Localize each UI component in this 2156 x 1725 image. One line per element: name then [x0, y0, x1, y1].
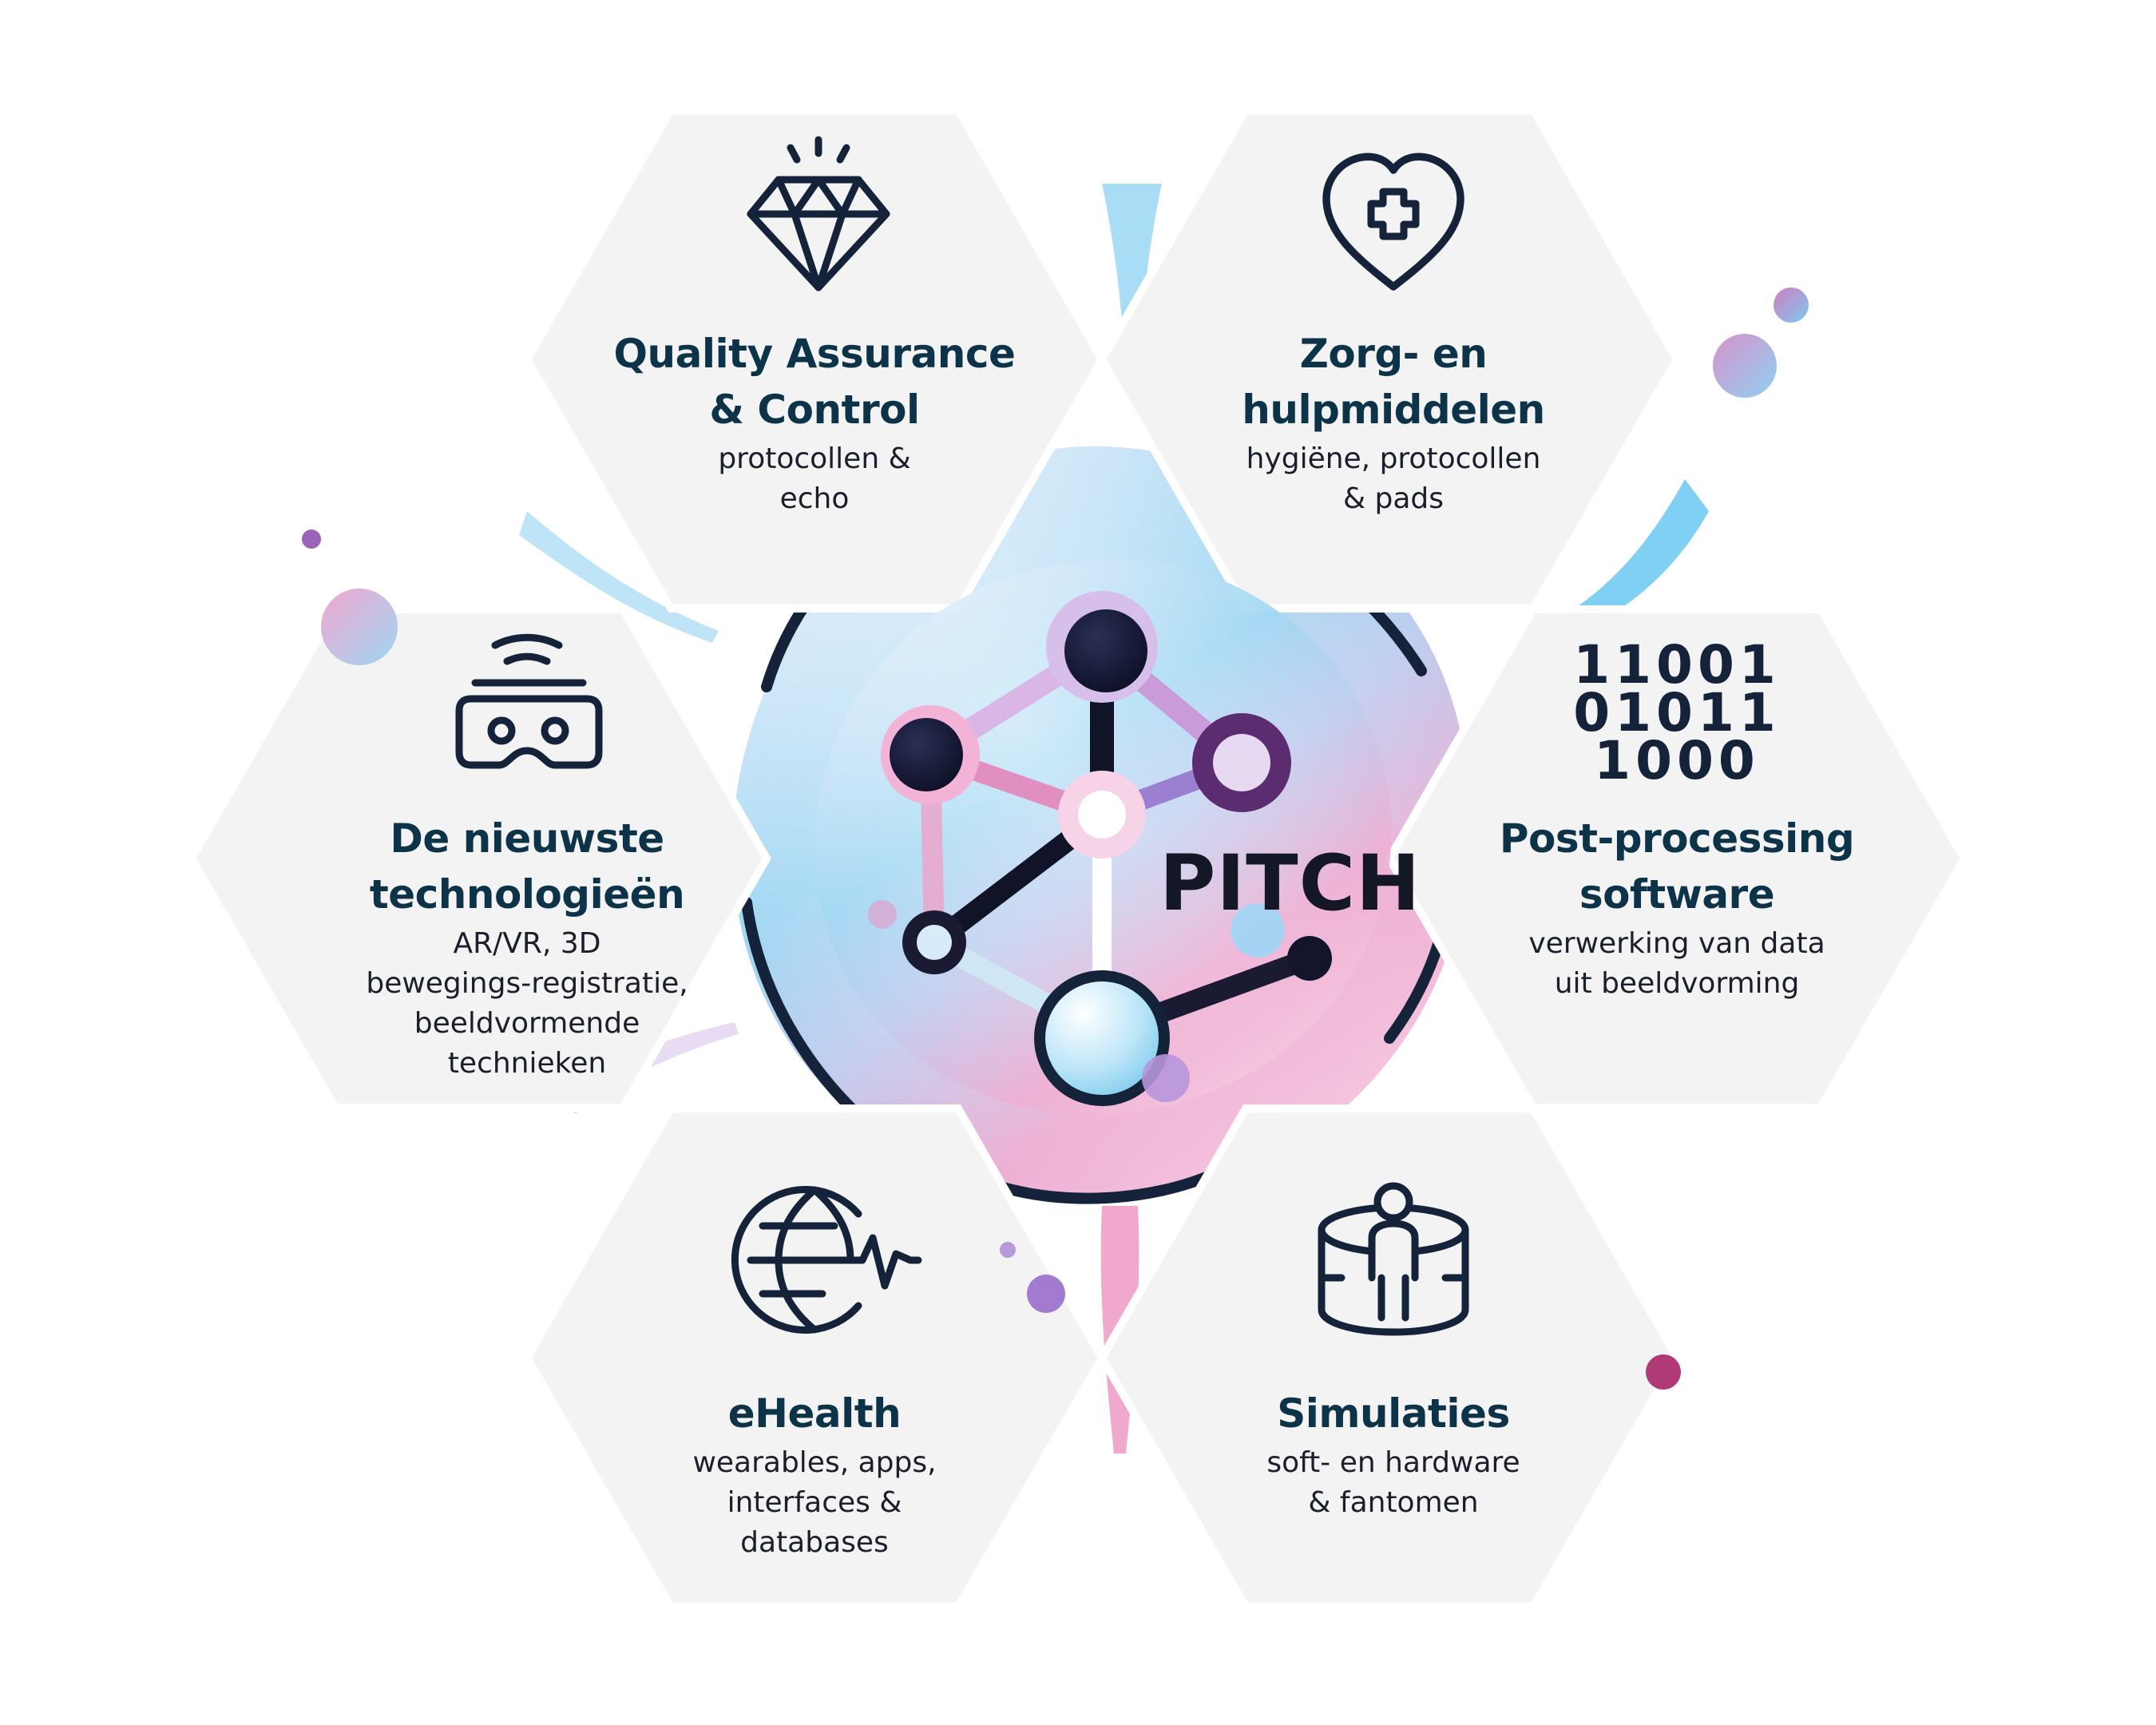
bubble: [1713, 334, 1777, 398]
person-simulation-icon: [1318, 1182, 1469, 1336]
segment-subtitle: AR/VR, 3D bewegings-registratie, beeldvo…: [366, 927, 688, 1080]
segment-subtitle: wearables, apps, interfaces & databases: [692, 1446, 937, 1559]
decorative-bubbles: [302, 288, 1809, 1390]
segment-title: Quality Assurance & Control: [613, 331, 1016, 433]
segment-title: De nieuwste technologieën: [369, 815, 685, 918]
segment-title: Post-processing software: [1499, 815, 1855, 918]
segment-subtitle: verwerking van data uit beeldvorming: [1528, 927, 1825, 1000]
pitch-molecule-logo: [868, 591, 1332, 1106]
segment-subtitle: soft- en hardware & fantomen: [1266, 1446, 1520, 1519]
binary-row-3: 1000: [1594, 730, 1760, 791]
bubble: [302, 529, 321, 549]
diamond-icon: [747, 136, 890, 291]
globe-heartbeat-icon: [731, 1186, 922, 1334]
bubble: [1000, 1242, 1016, 1258]
segment-simulaties: Simulaties soft- en hardware & fantomen: [1138, 1386, 1649, 1523]
binary-code-icon: 11001 01011 1000: [1573, 634, 1781, 791]
segment-ehealth: eHealth wearables, apps, interfaces & da…: [559, 1386, 1070, 1563]
segment-nieuwste-technologieen: De nieuwste technologieën AR/VR, 3D bewe…: [271, 811, 783, 1084]
vr-headset-icon: [455, 633, 603, 769]
hexagon-ehealth: [522, 1104, 1107, 1611]
binary-row-1: 11001: [1573, 634, 1781, 696]
binary-row-2: 01011: [1573, 682, 1781, 744]
heart-plus-icon: [1322, 153, 1464, 291]
segment-quality-assurance: Quality Assurance & Control protocollen …: [559, 326, 1070, 519]
segment-title: eHealth: [727, 1390, 902, 1437]
segment-title: Simulaties: [1277, 1390, 1510, 1437]
segment-post-processing: Post-processing software verwerking van …: [1421, 811, 1932, 1004]
segment-subtitle: hygiëne, protocollen & pads: [1246, 442, 1541, 515]
bubble: [1774, 288, 1809, 323]
bubble: [1646, 1354, 1681, 1390]
segment-title: Zorg- en hulpmiddelen: [1242, 331, 1545, 433]
segment-subtitle: protocollen & echo: [718, 442, 911, 515]
segment-zorg-hulpmiddelen: Zorg- en hulpmiddelen hygiëne, protocoll…: [1138, 326, 1649, 519]
bubble: [1027, 1275, 1065, 1313]
pitch-logo-text: PITCH: [1159, 839, 1421, 928]
hexagon-technologie: [187, 605, 771, 1112]
hexagons: [187, 106, 1969, 1611]
bubble: [321, 589, 398, 665]
